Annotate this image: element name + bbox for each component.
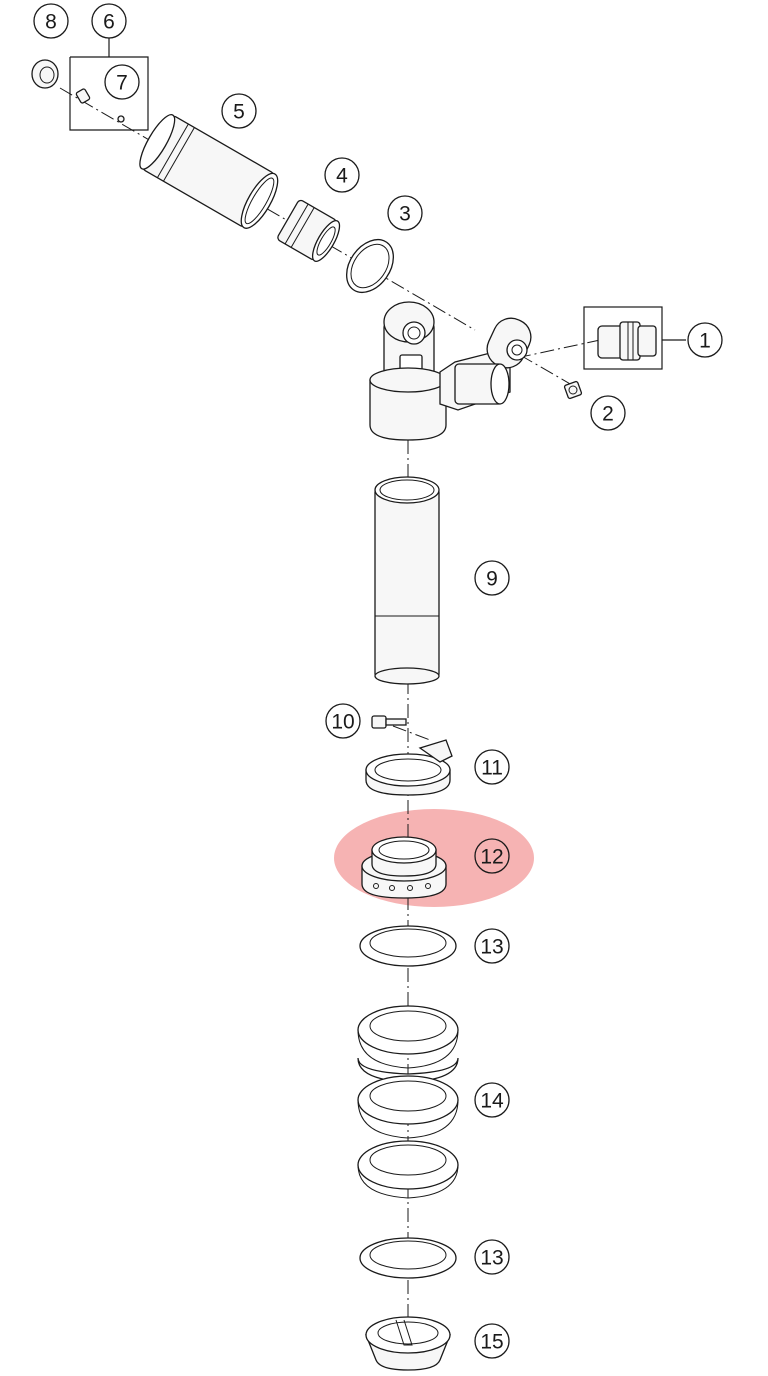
callout-3-label: 3 [399, 203, 411, 226]
callout-3: 3 [387, 195, 423, 231]
part-15-spring-seat [365, 1316, 451, 1371]
callout-11: 11 [474, 749, 510, 785]
callout-7-label: 7 [116, 72, 128, 95]
callout-2: 2 [590, 395, 626, 431]
callout-13-upper: 13 [474, 928, 510, 964]
part-7-screw [75, 88, 125, 123]
callout-8: 8 [33, 3, 69, 39]
part-5-reservoir [139, 113, 279, 229]
callout-11-label: 11 [481, 757, 503, 780]
callout-2-label: 2 [602, 403, 614, 426]
callout-9: 9 [474, 560, 510, 596]
callout-1-label: 1 [699, 330, 711, 353]
part-4-piston [277, 199, 341, 262]
callout-12-label: 12 [480, 846, 503, 869]
callout-13-lower: 13 [474, 1239, 510, 1275]
part-14-spring [357, 1005, 459, 1199]
callout-10-label: 10 [331, 711, 354, 734]
callout-1: 1 [687, 322, 723, 358]
part-12-adjusting-nut [361, 836, 447, 899]
callout-5: 5 [221, 93, 257, 129]
callout-6-label: 6 [103, 11, 115, 34]
callout-14: 14 [474, 1082, 510, 1118]
part-2-bleed-screw [563, 380, 583, 400]
part-1-adjuster [583, 306, 663, 370]
part-11-clamp-ring [365, 739, 453, 796]
callout-13-upper-label: 13 [480, 936, 503, 959]
part-3-o-ring [346, 238, 394, 294]
callout-13-lower-label: 13 [480, 1247, 503, 1270]
callout-4: 4 [324, 157, 360, 193]
callout-15-label: 15 [480, 1331, 503, 1354]
callout-8-label: 8 [45, 11, 57, 34]
callout-10: 10 [325, 703, 361, 739]
callout-6: 6 [91, 3, 127, 39]
callout-5-label: 5 [233, 101, 245, 124]
callout-15: 15 [474, 1323, 510, 1359]
callout-14-label: 14 [480, 1090, 504, 1113]
callout-6-bracket [69, 38, 149, 131]
callout-9-label: 9 [486, 568, 498, 591]
shock-upper-body [369, 301, 532, 441]
part-10-bolt [371, 715, 407, 729]
callout-4-label: 4 [336, 165, 348, 188]
assembly-axis-lines [59, 87, 601, 1330]
callout-12: 12 [474, 838, 510, 874]
part-8-seal [31, 59, 59, 89]
part-9-damper-body [374, 476, 440, 685]
callout-7: 7 [104, 64, 140, 100]
part-13-washer-lower [359, 1237, 457, 1279]
part-13-washer-upper [359, 925, 457, 967]
